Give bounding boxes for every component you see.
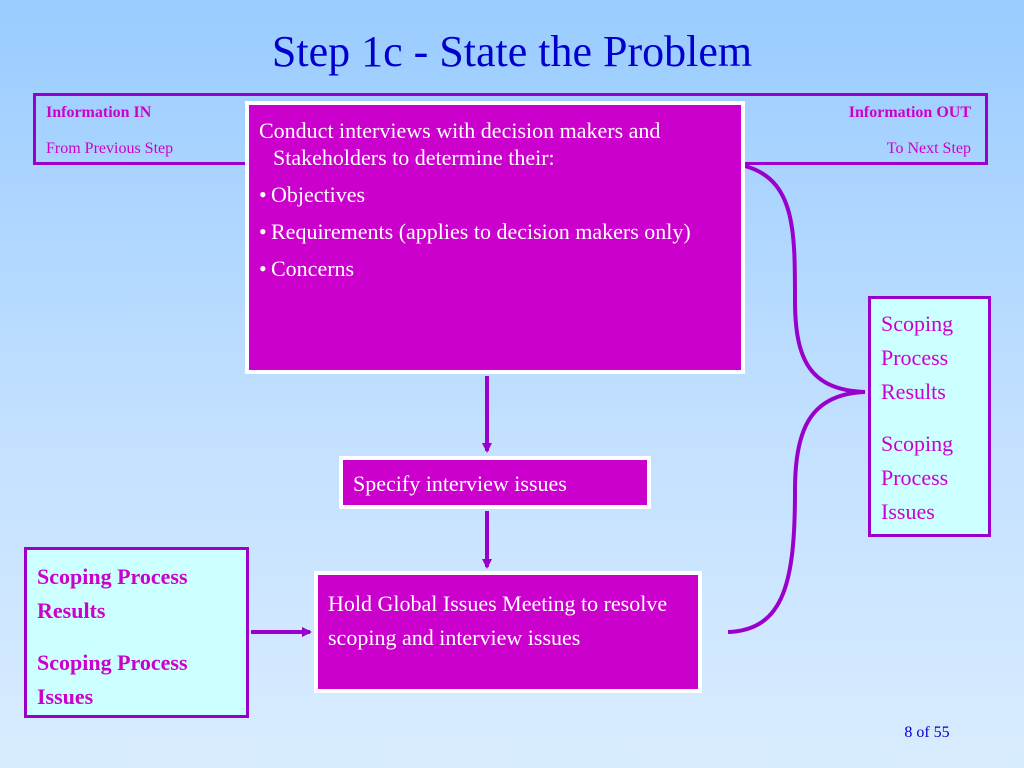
conduct-interviews-text: Conduct interviews with decision makers … bbox=[259, 118, 661, 170]
bullet-requirements: Requirements (applies to decision makers… bbox=[271, 219, 691, 244]
scoping-output-box: Scoping Process Results Scoping Process … bbox=[868, 296, 991, 537]
page-number: 8 of 55 bbox=[904, 724, 950, 741]
scoping-issues-label: Scoping Process Issues bbox=[37, 650, 188, 709]
conduct-interviews-box: Conduct interviews with decision makers … bbox=[245, 101, 745, 374]
to-next-step-label: To Next Step bbox=[886, 140, 971, 157]
from-previous-step-label: From Previous Step bbox=[46, 140, 174, 157]
brace-connector bbox=[727, 164, 866, 634]
bullet-item: •Concerns bbox=[259, 256, 355, 281]
scoping-issues-output-label: Scoping Process Issues bbox=[881, 431, 954, 524]
bullet-item: •Requirements (applies to decision maker… bbox=[259, 219, 691, 244]
information-out-label: Information OUT bbox=[848, 104, 971, 121]
information-in-label: Information IN bbox=[46, 104, 152, 121]
scoping-results-output-label: Scoping Process Results bbox=[881, 311, 954, 404]
scoping-results-label: Scoping Process Results bbox=[37, 564, 188, 623]
scoping-input-box: Scoping Process Results Scoping Process … bbox=[24, 547, 249, 718]
page-title: Step 1c - State the Problem bbox=[271, 27, 753, 76]
specify-issues-box: Specify interview issues bbox=[339, 456, 651, 509]
bullet-objectives: Objectives bbox=[271, 182, 366, 207]
bullet-concerns: Concerns bbox=[271, 256, 355, 281]
bullet-item: •Objectives bbox=[259, 182, 366, 207]
hold-meeting-box: Hold Global Issues Meeting to resolve sc… bbox=[314, 571, 702, 693]
